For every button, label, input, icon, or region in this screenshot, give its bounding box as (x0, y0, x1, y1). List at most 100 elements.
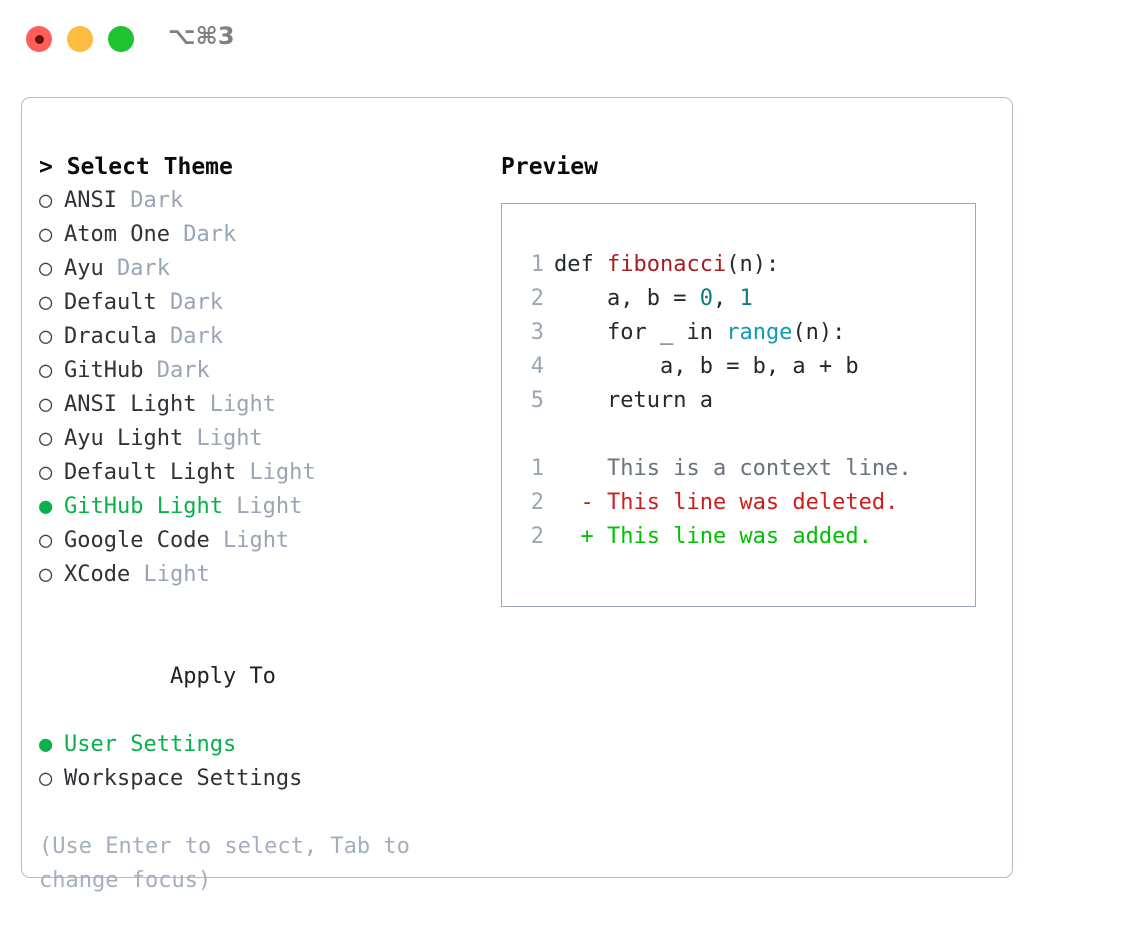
keyboard-hint-text: (Use Enter to select, Tab to change focu… (39, 834, 410, 893)
apply-to-item[interactable]: ● User Settings (39, 728, 479, 762)
line-number: 1 (530, 252, 544, 277)
theme-name-label: Atom One (64, 222, 184, 247)
line-number: 2 (530, 524, 544, 549)
code-token: range (726, 320, 793, 345)
code-token: (n): (726, 252, 780, 277)
code-indent (554, 320, 607, 345)
code-line: 5 return a (502, 384, 975, 418)
diff-line: 2 - This line was deleted. (502, 486, 975, 520)
radio-unselected-icon: ○ (39, 290, 53, 315)
theme-variant-tag: Dark (116, 256, 170, 281)
radio-unselected-icon: ○ (39, 562, 53, 587)
theme-name-label: GitHub (64, 358, 157, 383)
theme-list-item[interactable]: ○ ANSI Light Light (39, 388, 479, 422)
theme-list-item[interactable]: ○ Ayu Dark (39, 252, 479, 286)
theme-name-label: Default Light (64, 460, 250, 485)
theme-selection-column: > Select Theme ○ANSI Dark○Atom One Dark○… (39, 150, 479, 898)
select-theme-heading: > Select Theme (39, 154, 233, 180)
theme-list-item[interactable]: ○ Default Dark (39, 286, 479, 320)
line-number: 2 (530, 286, 544, 311)
apply-to-heading-label: Apply To (169, 664, 276, 689)
radio-unselected-icon: ○ (39, 426, 53, 451)
close-window-button[interactable] (26, 26, 52, 52)
theme-list-item[interactable]: ○ANSI Dark (39, 184, 479, 218)
theme-variant-tag: Dark (169, 324, 223, 349)
theme-list-item[interactable]: ○ Dracula Dark (39, 320, 479, 354)
theme-variant-tag: Light (249, 460, 316, 485)
theme-name-label: XCode (64, 562, 144, 587)
code-diff-spacer (502, 418, 975, 452)
theme-name-label: Default (64, 290, 170, 315)
theme-list-item[interactable]: ● GitHub Light Light (39, 490, 479, 524)
code-token: 1 (739, 286, 753, 311)
line-number: 1 (530, 456, 544, 481)
theme-name-label: Google Code (64, 528, 223, 553)
radio-selected-icon: ● (39, 732, 53, 757)
diff-sample: 1 This is a context line.2 - This line w… (502, 452, 975, 554)
theme-name-label: Ayu (64, 256, 117, 281)
theme-name-label: GitHub Light (64, 494, 237, 519)
code-token: , (712, 286, 740, 311)
code-line: 4 a, b = b, a + b (502, 350, 975, 384)
code-indent (554, 388, 607, 413)
radio-unselected-icon: ○ (39, 766, 53, 791)
theme-variant-tag: Light (209, 392, 276, 417)
theme-name-label: Dracula (64, 324, 170, 349)
radio-unselected-icon: ○ (39, 460, 53, 485)
code-token: return a (606, 388, 713, 413)
code-token: 0 (699, 286, 713, 311)
theme-variant-tag: Light (236, 494, 303, 519)
diff-text: - This line was deleted. (554, 490, 899, 515)
maximize-window-button[interactable] (108, 26, 134, 52)
apply-to-label: User Settings (64, 732, 237, 757)
theme-list-item[interactable]: ○GitHub Dark (39, 354, 479, 388)
theme-variant-tag: Light (143, 562, 210, 587)
code-token: a, b = (606, 286, 700, 311)
diff-text: This is a context line. (554, 456, 912, 481)
apply-to-marker-spacer (145, 660, 170, 694)
code-token: a, b = b, a + b (659, 354, 859, 379)
theme-list-item[interactable]: ○ Default Light Light (39, 456, 479, 490)
theme-name-label: ANSI Light (64, 392, 210, 417)
radio-unselected-icon: ○ (39, 324, 53, 349)
theme-variant-tag: Light (196, 426, 263, 451)
apply-to-item[interactable]: ○Workspace Settings (39, 762, 479, 796)
code-indent (554, 354, 660, 379)
theme-variant-tag: Dark (169, 290, 223, 315)
radio-unselected-icon: ○ (39, 222, 53, 247)
theme-list-item[interactable]: ○ Atom One Dark (39, 218, 479, 252)
theme-name-label: Ayu Light (64, 426, 197, 451)
diff-line: 2 + This line was added. (502, 520, 975, 554)
theme-variant-tag: Dark (130, 188, 184, 213)
radio-unselected-icon: ○ (39, 256, 53, 281)
line-number: 4 (530, 354, 544, 379)
keyboard-shortcut-label: ⌥⌘3 (168, 22, 235, 50)
radio-unselected-icon: ○ (39, 392, 53, 417)
theme-list[interactable]: ○ANSI Dark○Atom One Dark○Ayu Dark○Defaul… (39, 184, 479, 592)
line-number: 2 (530, 490, 544, 515)
theme-variant-tag: Light (222, 528, 290, 553)
theme-list-item[interactable]: ○ Google Code Light (39, 524, 479, 558)
theme-list-item[interactable]: ○ XCode Light (39, 558, 479, 592)
diff-text: + This line was added. (554, 524, 872, 549)
radio-unselected-icon: ○ (39, 528, 53, 553)
theme-list-item[interactable]: ○ Ayu Light Light (39, 422, 479, 456)
line-number: 5 (530, 388, 544, 413)
radio-unselected-icon: ○ (39, 188, 53, 213)
minimize-window-button[interactable] (67, 26, 93, 52)
diff-line: 1 This is a context line. (502, 452, 975, 486)
code-indent (554, 286, 607, 311)
code-line: 3 for _ in range(n): (502, 316, 975, 350)
radio-selected-icon: ● (39, 494, 53, 519)
apply-to-list[interactable]: ● User Settings ○Workspace Settings (39, 728, 479, 796)
line-number: 3 (530, 320, 544, 345)
code-token: (n): (792, 320, 846, 345)
radio-unselected-icon: ○ (39, 358, 53, 383)
code-token: for _ in (606, 320, 727, 345)
apply-to-heading: Apply To (39, 626, 479, 728)
theme-variant-tag: Dark (183, 222, 237, 247)
